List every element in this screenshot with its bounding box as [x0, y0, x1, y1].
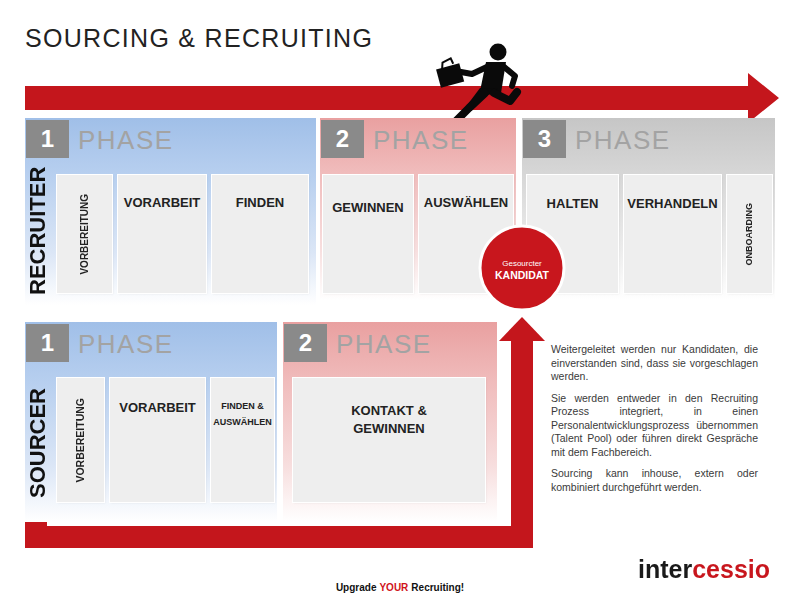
step-label: VORBEREITUNG [77, 194, 92, 275]
step-label: VERHANDELN [624, 175, 721, 211]
timeline-arrow [25, 73, 779, 123]
footer-slogan: Upgrade [336, 582, 377, 593]
phase-label: PHASE [336, 331, 432, 357]
step-label: VORARBEIT [110, 378, 205, 415]
candidate-caption: Gesourcter [502, 259, 542, 269]
row-label: RECRUITER [25, 166, 51, 296]
man-arm [503, 66, 515, 86]
note-paragraph: Weitergeleitet werden nur Kandidaten, di… [551, 343, 758, 384]
briefcase-handle [440, 58, 454, 69]
step-label: FINDEN [212, 175, 308, 210]
man-head [490, 44, 507, 61]
step-label: KONTAKT & GEWINNEN [293, 378, 485, 438]
phase-number: 3 [523, 120, 566, 158]
footer-slogan: Recruiting! [411, 582, 464, 593]
step-box: GEWINNEN [323, 175, 413, 293]
step-box: VORARBEIT [118, 175, 206, 293]
note-paragraph: Sourcing kann inhouse, extern oder kombi… [551, 467, 758, 494]
phase-number: 1 [26, 324, 69, 362]
man-leg [494, 92, 517, 101]
row-label: SOURCER [25, 378, 51, 508]
step-box: VERHANDELN [624, 175, 721, 293]
step-label: AUSWÄHLEN [419, 175, 513, 210]
phase-label: PHASE [373, 127, 469, 153]
step-box: FINDEN & AUSWÄHLEN [211, 378, 274, 502]
arrow-shaft [36, 339, 522, 537]
step-box: VORARBEIT [110, 378, 205, 502]
step-box: FINDEN [212, 175, 308, 293]
step-label: ONBOARDING [742, 203, 757, 266]
step-box: KONTAKT & GEWINNEN [293, 378, 485, 502]
candidate-label: KANDIDAT [495, 269, 549, 282]
phase-band: 1 PHASE VORBEREITUNG VORARBEITFINDEN [25, 118, 316, 305]
step-label: HALTEN [527, 175, 618, 211]
circle-text-holder: GesourcterKANDIDAT [478, 224, 566, 312]
step-box: ONBOARDING [727, 175, 772, 293]
circle-outline [480, 226, 564, 310]
step-label: GEWINNEN [323, 175, 413, 215]
man-leg [456, 93, 485, 121]
company-logo: intercessio [638, 554, 770, 584]
phase-label: PHASE [575, 127, 671, 153]
phase-band: 1 PHASE VORBEREITUNG VORARBEITFINDEN & AUSW… [25, 322, 277, 522]
step-label: VORARBEIT [118, 175, 206, 210]
candidate-circle: GesourcterKANDIDAT [478, 224, 566, 312]
circle-shape [478, 224, 566, 312]
briefcase [436, 63, 464, 88]
step-label: FINDEN & AUSWÄHLEN [211, 378, 274, 430]
step-box: VORBEREITUNG [57, 378, 104, 502]
step-box: VORBEREITUNG [57, 175, 112, 293]
arrow-head [499, 317, 545, 341]
phase-number: 2 [284, 324, 327, 362]
notes-column: Weitergeleitet werden nur Kandidaten, di… [551, 343, 758, 502]
phase-label: PHASE [78, 127, 174, 153]
phase-band: 2 PHASE KONTAKT & GEWINNEN [283, 322, 497, 522]
phase-label: PHASE [78, 331, 174, 357]
running-man [436, 44, 517, 127]
diagram-title: SOURCING & RECRUITING [25, 26, 373, 51]
footer-slogan: YOUR [379, 582, 408, 593]
note-paragraph: Sie werden entweder in den Recruiting Pr… [551, 392, 758, 460]
phase-number: 1 [26, 120, 69, 158]
flow-arrow [36, 317, 545, 537]
step-label: VORBEREITUNG [73, 398, 88, 483]
man-arm [461, 66, 489, 74]
phase-number: 2 [321, 120, 364, 158]
